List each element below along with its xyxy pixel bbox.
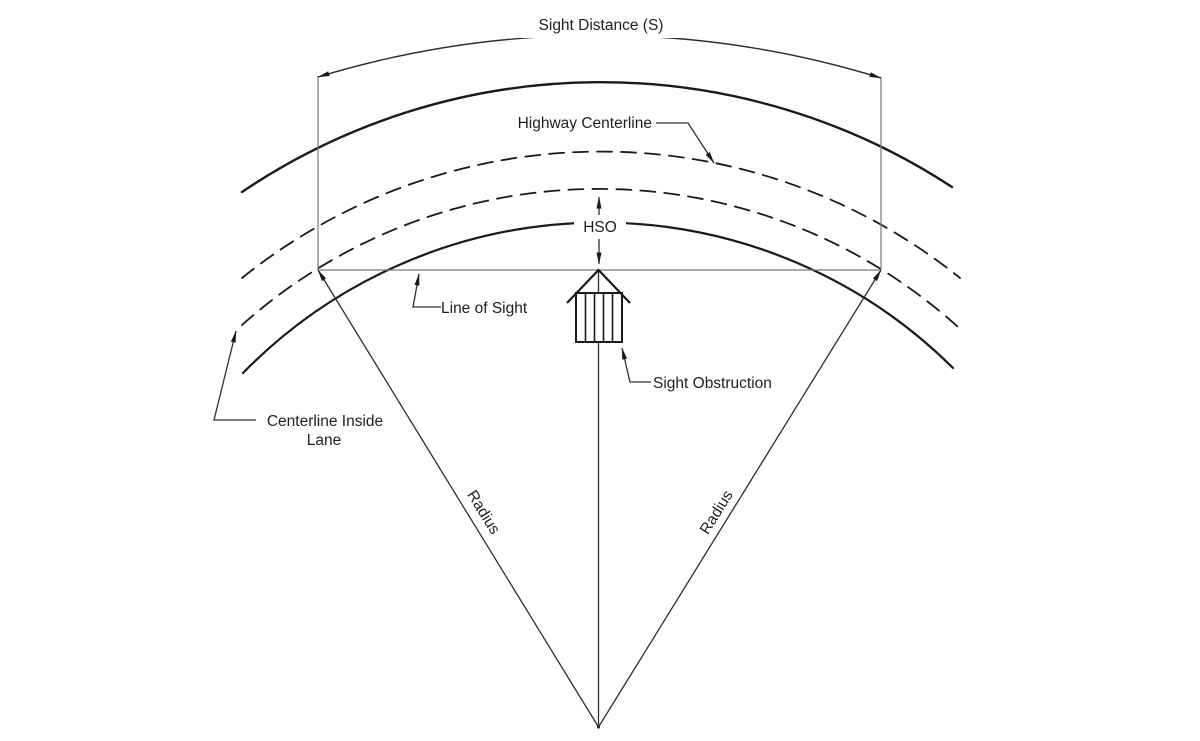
- right-radius-line: [597, 269, 882, 728]
- obstruction-body: [575, 292, 623, 343]
- dimension-group: Sight Distance (S): [317, 10, 882, 79]
- centerline-inside-lane-leader: [213, 330, 256, 421]
- dimension-text-mask: [506, 10, 696, 38]
- left-radius-line: [317, 269, 600, 728]
- sight-obstruction-symbol: [566, 268, 631, 343]
- hso-label: HSO: [583, 219, 617, 236]
- hso-text-mask: [574, 216, 626, 236]
- inside-lane-centerline-curve: [241, 188, 959, 328]
- highway-centerline-curve: [241, 150, 961, 279]
- highway-centerline-label: Highway Centerline: [518, 115, 652, 132]
- sight-obstruction-label: Sight Obstruction: [653, 375, 772, 392]
- line-of-sight-leader: [412, 273, 441, 308]
- centerline-inside-lane-label-line2: Lane: [307, 432, 341, 449]
- line-of-sight-label: Line of Sight: [441, 300, 528, 317]
- sight-obstruction-leader: [621, 347, 651, 383]
- sight-distance-dimension-arc: [317, 34, 882, 79]
- curve-center-point: [596, 725, 601, 729]
- obstruction-roof: [566, 268, 631, 304]
- hso-annotation: HSO: [574, 196, 626, 265]
- radius-lines: [317, 269, 882, 729]
- outer-road-edge-curve: [240, 81, 954, 194]
- radius-left-label: Radius: [463, 487, 503, 537]
- highway-centerline-leader: [656, 122, 715, 164]
- centerline-inside-lane-label-line1: Centerline Inside: [267, 413, 383, 430]
- text-labels: Highway Centerline Line of Sight Sight O…: [267, 115, 772, 538]
- obstruction-hatching: [584, 294, 614, 341]
- leader-lines: [213, 122, 715, 421]
- sight-distance-label: Sight Distance (S): [539, 17, 664, 34]
